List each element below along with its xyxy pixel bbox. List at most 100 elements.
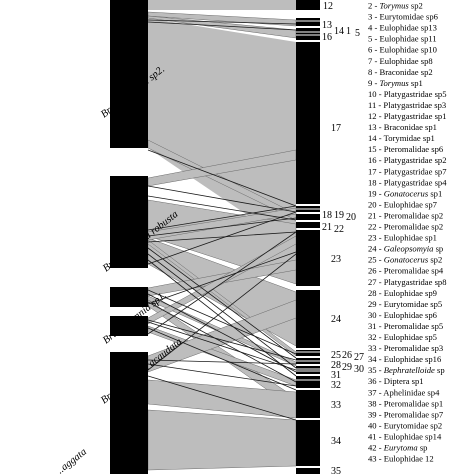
legend-entry-prefix: 39 - Pteromalidae sp7: [368, 409, 444, 419]
legend-entry-prefix: 19 -: [368, 188, 384, 198]
legend-entry: 32 - Eulophidae sp5: [368, 332, 437, 342]
legend-entry: 35 - Bephratelloide sp: [368, 365, 445, 375]
para-bar-23: [296, 230, 320, 286]
legend-entry: 2 - Torymus sp2: [368, 1, 423, 11]
legend-entry-prefix: 22 - Pteromalidae sp2: [368, 222, 443, 232]
legend-entry-prefix: 7 - Eulophidae sp8: [368, 56, 433, 66]
num-34: 34: [331, 436, 341, 447]
link-h0-p12: [148, 0, 296, 10]
legend-entry: 38 - Pteromalidae sp1: [368, 398, 443, 408]
legend-entry-prefix: 5 - Eulophidae sp11: [368, 34, 437, 44]
legend-entry-prefix: 38 - Pteromalidae sp1: [368, 398, 443, 408]
legend-entry-prefix: 32 - Eulophidae sp5: [368, 332, 437, 342]
legend-entry: 36 - Diptera sp1: [368, 376, 424, 386]
legend-entry: 6 - Eulophidae sp10: [368, 45, 437, 55]
legend-entry-suffix: sp: [433, 244, 443, 254]
para-bar-17: [296, 42, 320, 204]
legend-entry-prefix: 14 - Torymidae sp1: [368, 133, 435, 143]
link-h1-p17: [148, 18, 296, 248]
para-bar-16: [296, 28, 320, 40]
legend-entry: 10 - Platygastridae sp5: [368, 89, 447, 99]
para-bar-34: [296, 420, 320, 466]
legend-entry: 8 - Braconidae sp2: [368, 67, 433, 77]
legend-entry: 15 - Pteromalidae sp6: [368, 144, 444, 154]
num-5: 5: [355, 28, 360, 39]
legend-entry-prefix: 31 - Pteromalidae sp5: [368, 321, 443, 331]
legend-entry-suffix: sp2: [409, 1, 423, 11]
legend-entry-prefix: 42 -: [368, 443, 384, 453]
para-separators: [296, 20, 320, 381]
legend-entry: 41 - Eulophidae sp14: [368, 432, 442, 442]
legend-entry-suffix: sp1: [428, 188, 442, 198]
num-30: 30: [354, 364, 364, 375]
legend-entry-prefix: 41 - Eulophidae sp14: [368, 432, 442, 442]
legend-entry-prefix: 33 - Pteromalidae sp3: [368, 343, 443, 353]
para-bar-35: [296, 468, 320, 474]
legend-entry-prefix: 10 - Platygastridae sp5: [368, 89, 447, 99]
legend-entry: 4 - Eulophidae sp13: [368, 23, 437, 33]
legend-entry-prefix: 40 - Eurytomidae sp2: [368, 420, 442, 430]
legend-entry: 3 - Eurytomidae sp6: [368, 12, 439, 22]
num-33: 33: [331, 400, 341, 411]
legend-entry-prefix: 35 -: [368, 365, 384, 375]
link-h5-p34: [147, 409, 297, 471]
parasitoid-number-labels: 12 13 14 1 5 16 17 18 19 20 21 22 23 24 …: [322, 1, 364, 474]
legend-entry-prefix: 12 - Platygastridae sp1: [368, 111, 447, 121]
legend-entry: 21 - Pteromalidae sp2: [368, 211, 443, 221]
legend-entry: 28 - Eulophidae sp9: [368, 288, 437, 298]
num-23: 23: [331, 254, 341, 265]
legend-entry-prefix: 2 -: [368, 1, 379, 11]
legend-entry-genus: Gonatocerus: [384, 188, 429, 198]
legend-entry-prefix: 43 - Eulophidae 12: [368, 454, 434, 464]
legend-entry-genus: Torymus: [379, 1, 409, 11]
legend-entry: 25 - Gonatocerus sp2: [368, 255, 442, 265]
num-31: 31: [331, 370, 341, 381]
num-32: 32: [331, 380, 341, 391]
legend-entry: 22 - Pteromalidae sp2: [368, 222, 443, 232]
legend-entry-prefix: 28 - Eulophidae sp9: [368, 288, 437, 298]
legend-entry: 30 - Eulophidae sp6: [368, 310, 438, 320]
legend-entry: 33 - Pteromalidae sp3: [368, 343, 443, 353]
host-bar-bruggmannia-robusta: [110, 176, 148, 268]
num-16: 16: [322, 32, 332, 43]
para-bar-31: [296, 366, 320, 374]
legend-entry: 27 - Platygastridae sp8: [368, 277, 447, 287]
num-1: 1: [346, 26, 351, 37]
legend-entry-genus: Eurytoma: [383, 443, 418, 453]
legend-entry: 7 - Eulophidae sp8: [368, 56, 433, 66]
legend-entry: 34 - Eulophidae sp16: [368, 354, 442, 364]
legend-entry-suffix: sp2: [428, 255, 442, 265]
legend-entry-prefix: 4 - Eulophidae sp13: [368, 23, 437, 33]
num-17: 17: [331, 123, 341, 134]
legend-entry: 16 - Platygastridae sp2: [368, 155, 447, 165]
legend-entry-genus: Torymus: [379, 78, 409, 88]
legend-entry-prefix: 30 - Eulophidae sp6: [368, 310, 438, 320]
legend-entry-prefix: 3 - Eurytomidae sp6: [368, 12, 439, 22]
legend-entry-prefix: 16 - Platygastridae sp2: [368, 155, 447, 165]
para-bar-32: [296, 376, 320, 388]
legend-entry-prefix: 23 - Eulophidae sp1: [368, 233, 437, 243]
legend-entry-genus: Bephratelloide: [384, 365, 435, 375]
legend-entry: 11 - Platygastridae sp3: [368, 100, 446, 110]
legend-entry: 17 - Platygastridae sp7: [368, 166, 447, 176]
legend-entry-prefix: 24 -: [368, 244, 384, 254]
num-19: 19: [334, 210, 344, 221]
num-35: 35: [331, 466, 341, 474]
legend-entry-prefix: 26 - Pteromalidae sp4: [368, 266, 444, 276]
num-22: 22: [334, 224, 344, 235]
legend-entry-suffix: sp: [435, 365, 445, 375]
host-bar-lower: [110, 352, 148, 474]
para-bar-24: [296, 290, 320, 348]
legend-entry-prefix: 25 -: [368, 255, 384, 265]
legend-entry: 24 - Galeopsomyia sp: [368, 244, 443, 254]
legend-entry: 5 - Eulophidae sp11: [368, 34, 437, 44]
legend-entry-prefix: 18 - Platygastridae sp4: [368, 177, 447, 187]
host-bars: [110, 0, 148, 474]
para-bar-21: [296, 214, 320, 220]
legend-entry-genus: Gonatocerus: [384, 255, 429, 265]
num-26: 26: [342, 350, 352, 361]
legend-entry-genus: Galeopsomyia: [384, 244, 434, 254]
legend-entry-prefix: 34 - Eulophidae sp16: [368, 354, 442, 364]
